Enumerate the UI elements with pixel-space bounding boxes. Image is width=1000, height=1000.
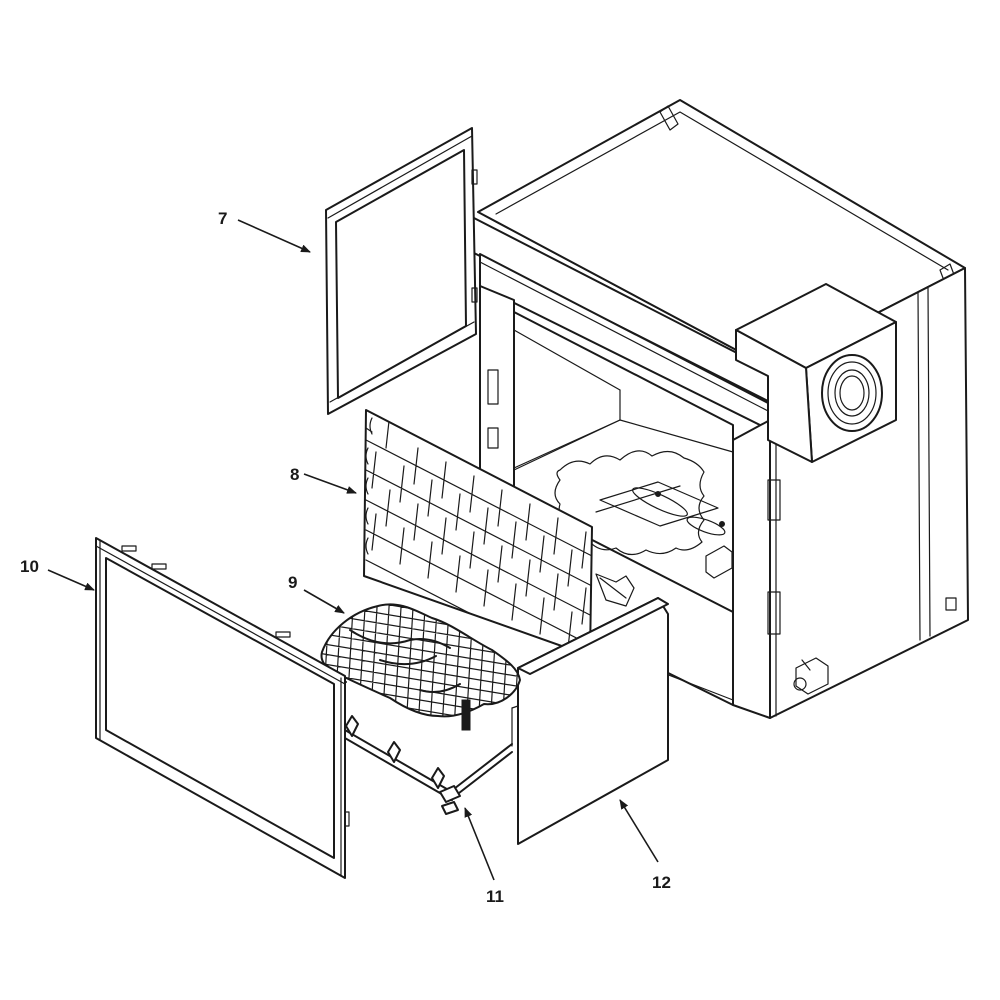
callout-8-arrow	[303, 473, 357, 494]
firebox-interior	[513, 311, 734, 613]
callout-11-arrow	[464, 807, 495, 881]
callout-9: 9	[288, 573, 345, 614]
callout-11-label: 11	[486, 887, 504, 906]
firebox-housing	[471, 99, 969, 719]
callout-12-label: 12	[652, 873, 671, 892]
callout-11: 11	[464, 807, 504, 906]
callout-10-label: 10	[20, 557, 39, 576]
callout-7-label: 7	[218, 209, 227, 228]
callout-10: 10	[20, 557, 95, 591]
callout-9-arrow	[303, 589, 345, 614]
callout-8-label: 8	[290, 465, 299, 484]
ember-mesh	[320, 603, 521, 731]
callout-9-label: 9	[288, 573, 297, 592]
callout-10-arrow	[47, 569, 95, 591]
front-panel	[511, 597, 669, 845]
callout-12: 12	[619, 799, 671, 892]
front-screen-frame	[95, 537, 350, 879]
callout-8: 8	[290, 465, 357, 494]
glass-door-frame	[325, 127, 478, 415]
callout-7: 7	[218, 209, 311, 253]
callout-7-arrow	[237, 219, 311, 253]
callout-12-arrow	[619, 799, 659, 863]
